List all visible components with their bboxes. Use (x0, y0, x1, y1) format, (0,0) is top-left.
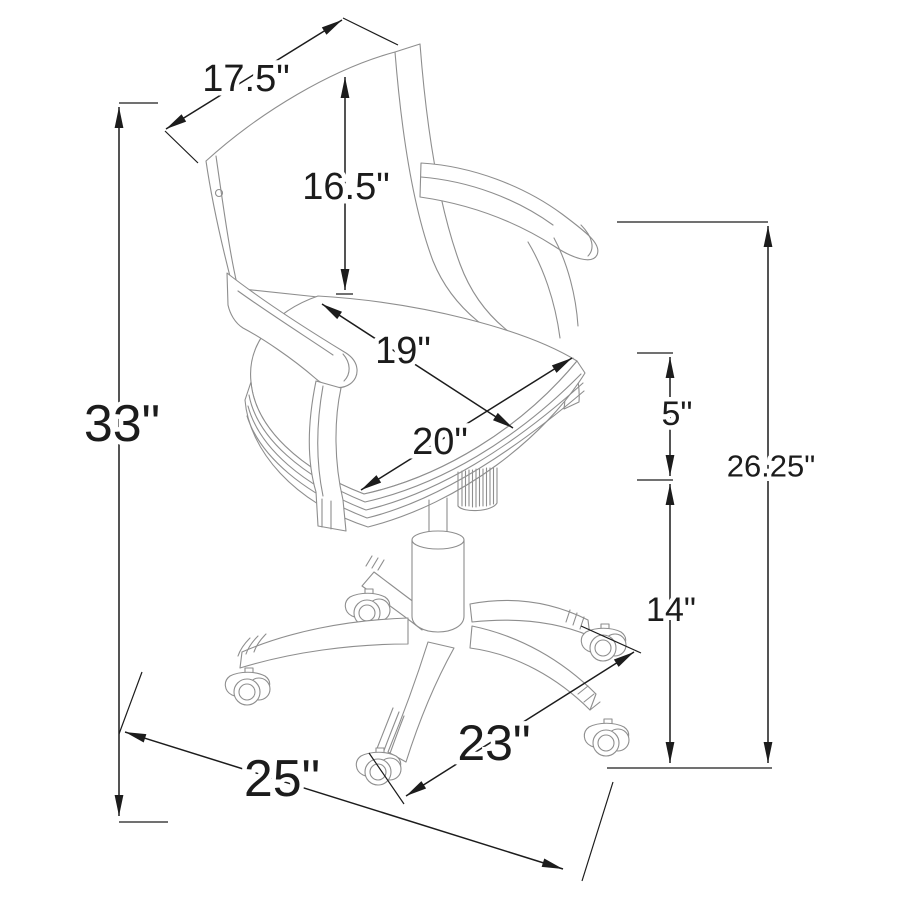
dim-label-seat-depth: 19" (375, 330, 431, 372)
chair-right-armrest (419, 162, 599, 410)
dimension-floor-to-seat: 14" (642, 484, 700, 763)
dimension-annotations: 33" 17.5" 16.5" 19" 20" 5" 14" (79, 17, 820, 882)
base-leg-back-right-ribs (565, 609, 585, 630)
pedestal-column-top (411, 530, 465, 550)
backrest-width-extensions (164, 17, 399, 164)
dimension-floor-to-arm: 26.25" (617, 221, 820, 763)
dimension-seat-width: 20" (360, 357, 573, 491)
dim-label-floor-to-arm: 26.25" (727, 449, 816, 484)
gas-lift-bellow-bottom (457, 502, 498, 512)
base-leg-left-ribs (237, 633, 267, 657)
dimension-seat-thickness: 5" (637, 352, 697, 481)
right-arm-support-line-1 (527, 241, 561, 339)
right-arm-body (419, 162, 599, 261)
base-leg-left (239, 617, 409, 669)
dim-label-base-depth: 23" (457, 715, 530, 771)
dimension-overall-height: 33" (79, 102, 168, 823)
base-width-extensions (118, 671, 614, 882)
caster-right-front (583, 718, 630, 757)
dim-label-backrest-width: 17.5" (202, 58, 289, 100)
dim-line-base-width (124, 731, 564, 870)
dim-label-seat-thickness: 5" (662, 395, 693, 433)
dim-line-seat-width (360, 357, 573, 491)
backrest-screw-hole (214, 188, 224, 198)
chair-line-art (205, 43, 630, 786)
base-leg-right-front (469, 625, 597, 711)
dim-line-backrest-width (165, 19, 343, 130)
dimension-backrest-height: 16.5" (298, 77, 394, 295)
dim-label-base-width: 25" (244, 750, 320, 808)
left-arm-foot-lines (321, 498, 332, 530)
right-arm-support-line-2 (553, 237, 579, 327)
dim-label-backrest-height: 16.5" (302, 166, 389, 208)
dim-label-overall-height: 33" (84, 395, 160, 453)
base-leg-back-left-ribs (365, 555, 385, 571)
right-arm-top-inner-line (420, 176, 554, 226)
base-leg-front (387, 641, 455, 763)
caster-left (224, 667, 271, 706)
dimension-backrest-width: 17.5" (164, 17, 399, 164)
left-arm-post-inner-line (317, 385, 324, 497)
seat-thickness-ticks (637, 352, 673, 481)
backrest-stile-inner-line (215, 155, 238, 285)
dimension-base-width: 25" (118, 671, 614, 882)
pedestal-column (411, 539, 465, 633)
dim-label-floor-to-seat: 14" (646, 591, 696, 629)
dim-label-seat-width: 20" (412, 421, 468, 463)
right-arm-end-cap (580, 224, 593, 257)
